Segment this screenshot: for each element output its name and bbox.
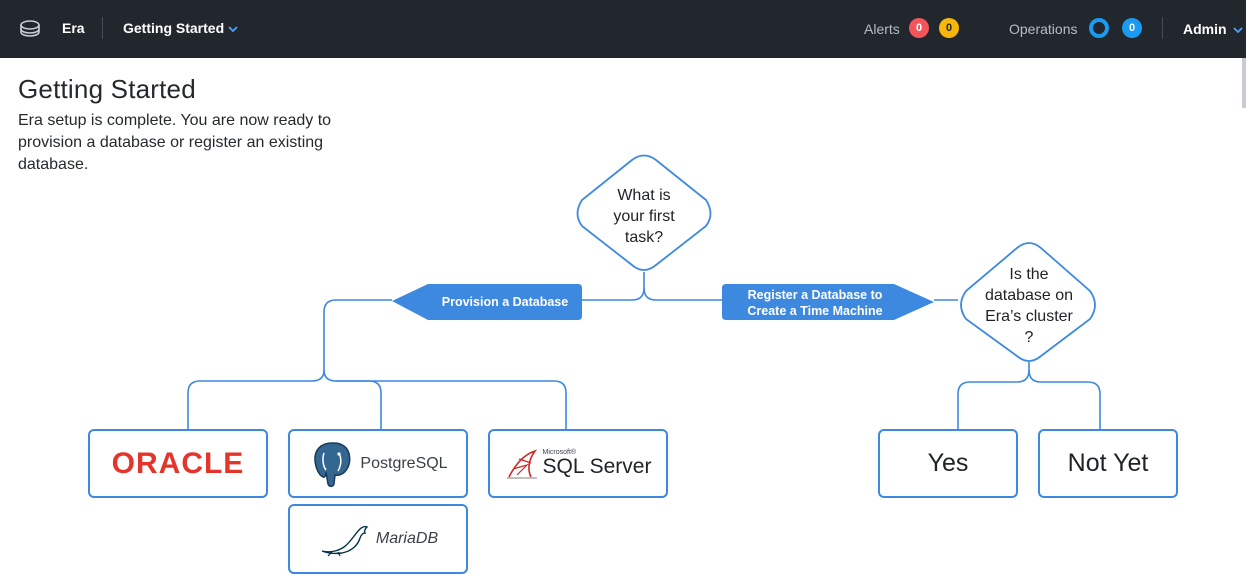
postgresql-logo-text: PostgreSQL [360, 454, 448, 472]
answer-not-yet-label: Not Yet [1067, 449, 1149, 477]
sqlserver-card[interactable]: Microsoft® SQL Server [488, 429, 668, 498]
first-task-decision [576, 154, 712, 271]
chevron-down-icon[interactable] [1233, 27, 1243, 33]
scrollbar[interactable] [1242, 58, 1246, 108]
chevron-down-icon[interactable] [228, 26, 238, 32]
provision-database-shape [392, 284, 582, 320]
postgresql-elephant-icon [314, 441, 351, 487]
alerts-critical-badge[interactable]: 0 [909, 18, 929, 38]
oracle-card[interactable]: ORACLE [88, 429, 268, 498]
sqlserver-logo-text: SQL Server [542, 455, 652, 478]
postgresql-card[interactable]: PostgreSQL [288, 429, 468, 498]
answer-yes-label: Yes [927, 449, 969, 477]
alerts-warning-badge[interactable]: 0 [939, 18, 959, 38]
operations-progress-icon[interactable] [1089, 18, 1109, 38]
page-title: Getting Started [18, 74, 196, 104]
mariadb-logo-text: MariaDB [375, 530, 439, 547]
operations-label[interactable]: Operations [1009, 21, 1078, 37]
answer-yes-button[interactable]: Yes [878, 429, 1018, 498]
alerts-label[interactable]: Alerts [864, 21, 900, 37]
app-name[interactable]: Era [62, 20, 85, 36]
cluster-question: Is the database on Era’s cluster ? [984, 266, 1074, 346]
divider [1162, 17, 1163, 39]
sqlserver-brand-text: Microsoft® [542, 449, 577, 456]
sqlserver-icon [506, 448, 537, 479]
page-selector[interactable]: Getting Started [123, 20, 225, 36]
register-database-button[interactable]: Register a Database to Create a Time Mac… [747, 288, 883, 318]
top-navigation-bar: Era Getting Started Alerts 0 0 Operation… [0, 0, 1246, 58]
operations-count-badge[interactable]: 0 [1122, 18, 1142, 38]
provision-database-button[interactable]: Provision a Database [441, 295, 569, 309]
divider [102, 17, 103, 39]
oracle-logo: ORACLE [111, 446, 245, 480]
era-logo-icon[interactable] [19, 19, 41, 39]
cluster-decision [960, 242, 1096, 362]
first-task-question: What is your first task? [613, 187, 675, 246]
page-description: Era setup is complete. You are now ready… [18, 112, 332, 173]
mariadb-card[interactable]: MariaDB [288, 504, 468, 574]
user-menu[interactable]: Admin [1183, 21, 1227, 37]
register-database-shape [722, 284, 934, 320]
mariadb-seal-icon [321, 525, 369, 557]
answer-not-yet-button[interactable]: Not Yet [1038, 429, 1178, 498]
